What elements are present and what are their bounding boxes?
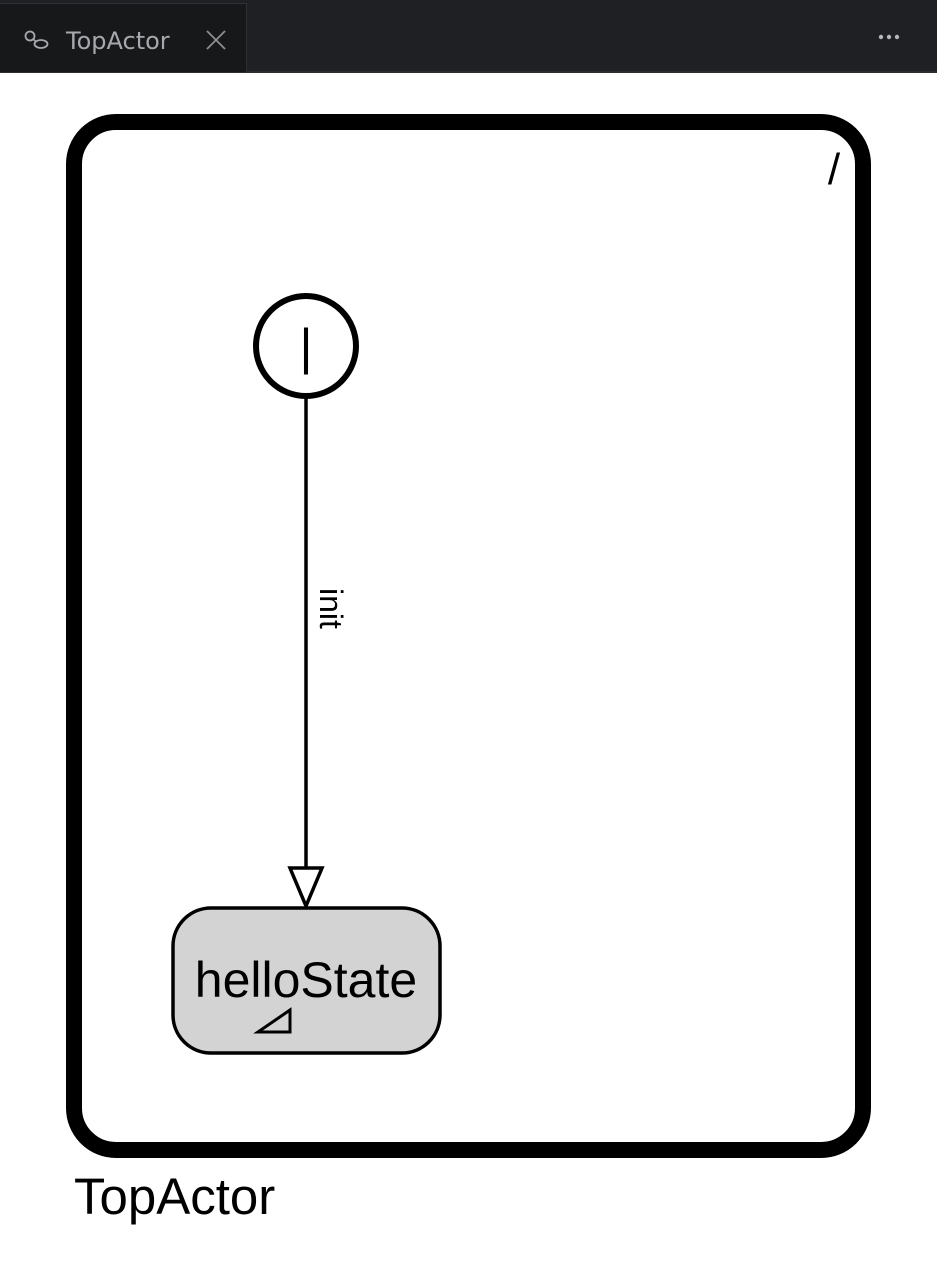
actor-name-label: TopActor (74, 1168, 276, 1225)
init-transition[interactable]: init (287, 396, 349, 911)
state-refinement-icon (253, 1007, 292, 1034)
state-hellostate[interactable]: helloState (171, 906, 442, 1055)
diagram-canvas: / | init helloState (0, 73, 937, 1274)
close-icon[interactable] (204, 28, 228, 52)
tab-label: TopActor (66, 27, 170, 55)
actor-corner-marker: / (828, 145, 841, 194)
state-machine-icon (24, 30, 49, 49)
initial-point[interactable]: | (253, 293, 359, 399)
initial-point-marker: | (300, 319, 313, 375)
state-diagram: / | init helloState (66, 114, 871, 1158)
transition-label: init (313, 588, 349, 629)
transition-arrowhead (287, 866, 325, 911)
state-name: helloState (195, 952, 417, 1008)
more-actions-icon[interactable] (870, 22, 908, 52)
tab-topactor[interactable]: TopActor (0, 3, 247, 72)
editor-tab-bar: TopActor (0, 0, 937, 73)
